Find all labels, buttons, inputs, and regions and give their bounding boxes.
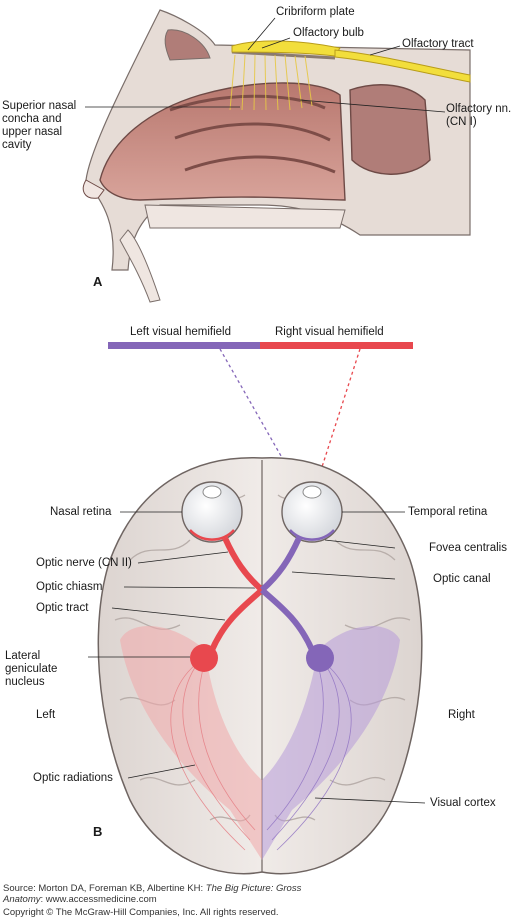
label-optic-nerve: Optic nerve (CN II) [36,557,132,569]
label-olfactory-tract: Olfactory tract [402,38,474,50]
right-lgn [306,644,334,672]
label-temporal-retina: Temporal retina [408,506,488,518]
label-visual-cortex: Visual cortex [430,797,496,809]
book-title: The Big Picture: Gross Anatomy [3,883,302,905]
source-suffix: : www.accessmedicine.com [40,894,157,905]
label-side-right: Right [448,709,475,721]
label-optic-radiations: Optic radiations [33,772,113,784]
right-hemifield-bar [260,342,413,349]
label-optic-canal: Optic canal [433,573,491,585]
label-left-visual-hemifield: Left visual hemifield [130,326,231,338]
label-optic-tract: Optic tract [36,602,89,614]
label-lateral-geniculate-nucleus: Lateral geniculate nucleus [5,650,58,688]
visual-pathway-illustration [88,342,426,875]
panel-letter-a: A [93,274,103,289]
label-fovea-centralis: Fovea centralis [429,542,507,554]
label-nasal-retina: Nasal retina [50,506,112,518]
copyright-notice: Copyright © The McGraw-Hill Companies, I… [3,907,279,918]
source-prefix: Source: Morton DA, Foreman KB, Albertine… [3,883,206,894]
label-optic-chiasm: Optic chiasm [36,581,103,593]
label-olfactory-bulb: Olfactory bulb [293,27,364,39]
label-superior-nasal-concha: Superior nasal concha and upper nasal ca… [2,100,77,151]
panel-letter-b: B [93,824,103,839]
left-lgn [190,644,218,672]
left-hemifield-bar [108,342,260,349]
source-credit: Source: Morton DA, Foreman KB, Albertine… [3,883,303,905]
nasal-cavity-illustration [82,9,471,303]
label-cribriform-plate: Cribriform plate [276,6,355,18]
label-right-visual-hemifield: Right visual hemifield [275,326,384,338]
label-side-left: Left [36,709,56,721]
label-olfactory-nerves: Olfactory nn. (CN I) [446,103,512,128]
